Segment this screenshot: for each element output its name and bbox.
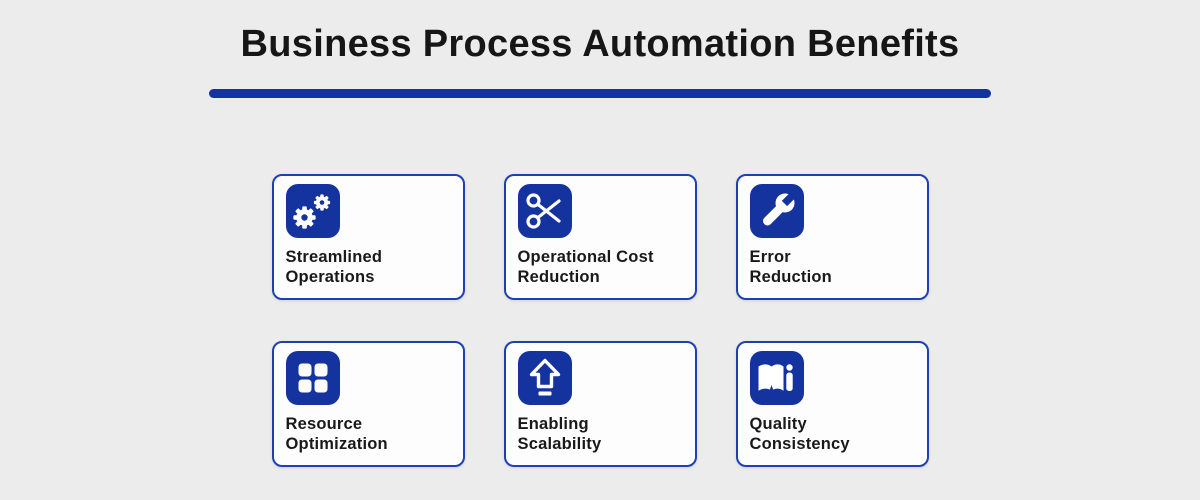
card-error-reduction: Error Reduction (735, 173, 929, 300)
open-book-info-icon (749, 350, 804, 405)
card-operational-cost-reduction: Operational Cost Reduction (503, 173, 697, 300)
card-label: Enabling Scalability (517, 414, 602, 454)
card-streamlined-operations: Streamlined Operations (271, 173, 465, 300)
card-label: Quality Consistency (749, 414, 850, 454)
title-underline (209, 88, 991, 98)
gears-icon (285, 183, 340, 238)
card-label: Operational Cost Reduction (517, 247, 654, 287)
card-label: Streamlined Operations (285, 247, 383, 287)
scissors-icon (517, 183, 572, 238)
card-resource-optimization: Resource Optimization (271, 340, 465, 467)
card-quality-consistency: Quality Consistency (735, 340, 929, 467)
arrow-up-icon (517, 350, 572, 405)
grid-icon (285, 350, 340, 405)
card-label: Error Reduction (749, 247, 832, 287)
benefits-grid: Streamlined Operations Operational Cost (0, 173, 1200, 467)
page-title: Business Process Automation Benefits (240, 23, 960, 65)
wrench-icon (749, 183, 804, 238)
header: Business Process Automation Benefits (0, 0, 1200, 98)
card-label: Resource Optimization (285, 414, 388, 454)
card-enabling-scalability: Enabling Scalability (503, 340, 697, 467)
